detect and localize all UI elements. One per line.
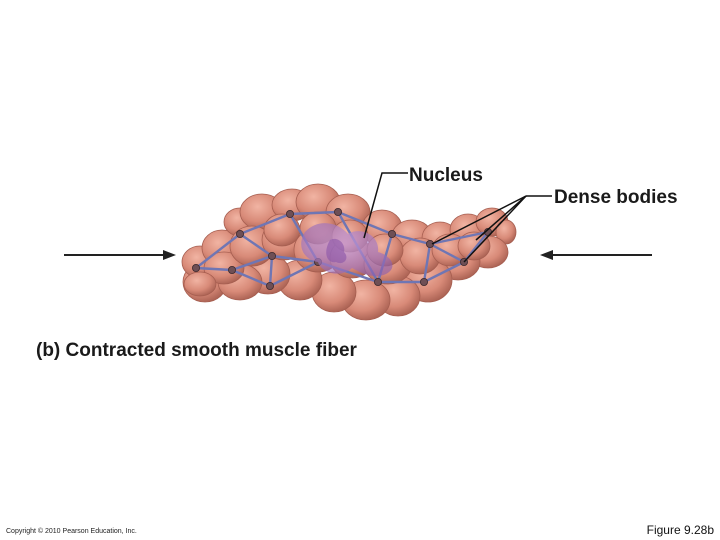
intermediate-filament [336,210,394,236]
fiber-bulge [183,271,217,297]
dense-body [419,277,428,286]
dense-body [265,281,274,290]
intermediate-filament [288,210,340,216]
dense-body [333,207,342,216]
dense-body [285,209,294,218]
figure-number: Figure 9.28b [646,523,714,537]
intermediate-filament [230,268,272,288]
intermediate-filament [422,260,466,284]
intermediate-filament [194,266,234,272]
intermediate-filament [422,242,432,284]
fiber-bulge [495,219,517,245]
right-compression-arrow-icon [540,250,652,260]
intermediate-filament [428,242,466,264]
intermediate-filament [268,254,274,288]
intermediate-filament [270,254,320,264]
fiber-bulge [263,213,301,247]
intermediate-filament [390,232,432,246]
dense-body [235,229,244,238]
nucleus-leader-line [363,172,408,239]
dense-body [227,265,236,274]
dense-body [387,229,396,238]
intermediate-filament [230,254,274,272]
intermediate-filament [428,230,490,246]
intermediate-filament [194,232,242,270]
dense-bodies-label: Dense bodies [554,187,678,208]
nucleus [301,223,393,277]
dense-bodies-leader-lines [431,195,552,263]
intermediate-filament [268,260,320,288]
copyright-notice: Copyright © 2010 Pearson Education, Inc. [6,528,137,535]
intermediate-filament [238,212,292,236]
nucleus-label: Nucleus [409,165,483,186]
dense-body [373,277,382,286]
intermediate-filament [238,232,274,258]
left-compression-arrow-icon [64,250,176,260]
dense-body [191,263,200,272]
dense-body [267,251,276,260]
figure-caption: (b) Contracted smooth muscle fiber [36,340,357,361]
